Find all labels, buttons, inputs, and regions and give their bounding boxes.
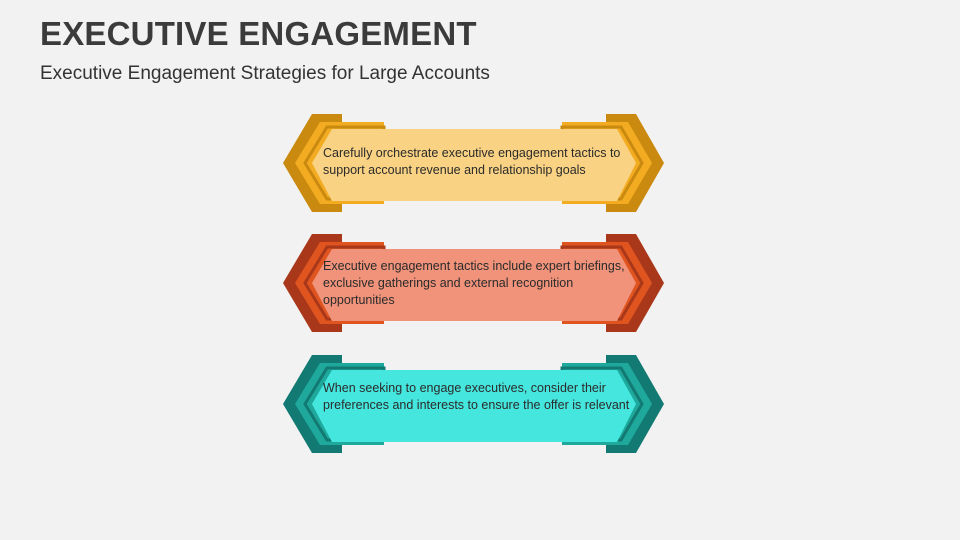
banner-text-panel <box>312 249 636 321</box>
banner-2-shape <box>283 234 664 332</box>
banner-1-text: Carefully orchestrate executive engageme… <box>323 146 621 177</box>
strategy-banner-1: Carefully orchestrate executive engageme… <box>280 108 670 218</box>
banner-text-panel <box>312 129 636 201</box>
banner-2-text: Executive engagement tactics include exp… <box>323 259 625 307</box>
banner-1-shape <box>283 114 664 212</box>
banner-3-text: When seeking to engage executives, consi… <box>323 381 630 412</box>
banner-3-shape <box>283 355 664 453</box>
strategy-banner-3: When seeking to engage executives, consi… <box>280 349 670 459</box>
slide-title: EXECUTIVE ENGAGEMENT <box>40 15 477 52</box>
strategy-banner-2: Executive engagement tactics include exp… <box>280 228 670 338</box>
banner-text-panel <box>312 370 636 442</box>
slide-subtitle: Executive Engagement Strategies for Larg… <box>40 63 490 84</box>
